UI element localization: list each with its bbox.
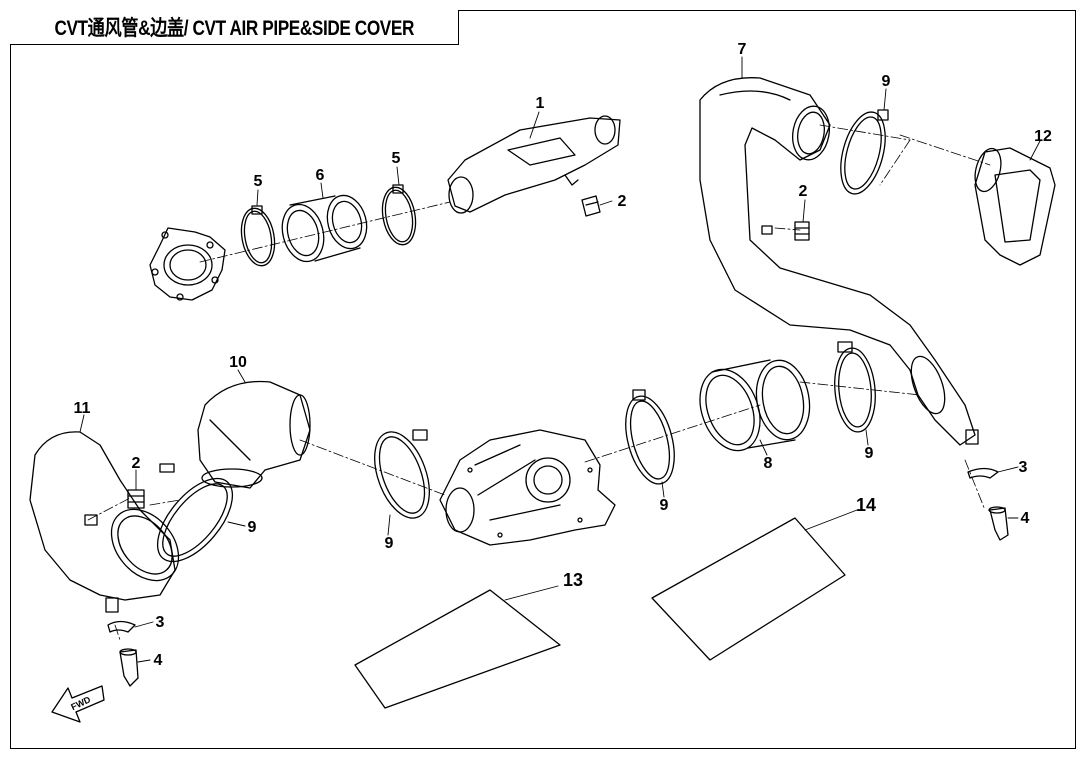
rubber-coupling-6 [281,194,368,263]
air-pipe-7 [699,77,979,446]
callout-labels: 1 2 2 2 3 3 4 4 5 5 6 7 8 9 9 9 9 9 10 1… [69,41,1052,712]
hose-clamp-9-left [156,463,234,563]
callout-5-left: 5 [254,173,263,190]
cap-4-left [119,648,139,687]
callout-2-left: 2 [132,455,141,472]
drain-plug-2-top [581,195,601,217]
intake-housing-11 [29,431,180,613]
cap-4-right [988,506,1009,541]
hose-clamp-9-top [840,109,889,195]
callout-4-right: 4 [1021,510,1030,527]
callout-11: 11 [74,400,91,417]
callout-1: 1 [536,95,545,112]
callout-13: 13 [563,570,583,590]
callout-10: 10 [229,354,247,371]
callout-2-top: 2 [618,193,627,210]
intake-plate [149,227,226,301]
clip-3-right [967,467,999,479]
callout-5-right: 5 [392,150,401,167]
label-sheet-13 [354,589,561,709]
cvt-side-cover [439,429,616,546]
label-sheet-14 [651,517,846,661]
diagram-title: CVT通风管&边盖/ CVT AIR PIPE&SIDE COVER [54,17,414,40]
drawing-frame [10,10,1076,749]
callout-3-right: 3 [1019,459,1028,476]
callout-4-left: 4 [154,652,163,669]
callout-9-mid: 9 [385,535,394,552]
hose-clamp-9-mid [374,429,430,519]
rubber-boot-8 [699,359,811,452]
elbow-duct-10 [197,380,311,489]
air-filter-cover-12 [974,147,1056,266]
drain-plug-2-right [761,221,810,241]
callout-3-left: 3 [156,614,165,631]
callout-2-right: 2 [799,183,808,200]
title-block: CVT通风管&边盖/ CVT AIR PIPE&SIDE COVER [10,10,459,45]
leader-lines [79,56,1041,663]
callout-9-top: 9 [882,73,891,90]
clip-3-left [107,620,136,633]
hose-clamp-9-right [834,341,876,433]
air-duct-1 [447,115,621,214]
hose-clamp-5-right [381,184,417,246]
assembly-axis-lines [87,124,991,641]
callout-6: 6 [316,167,325,184]
callout-9-left: 9 [248,519,257,536]
callout-9-center-right: 9 [660,497,669,514]
hose-clamp-9-center-right [625,389,675,485]
hose-clamp-5-left [240,205,276,267]
callout-14: 14 [856,495,876,515]
callout-12: 12 [1034,128,1052,145]
callout-8: 8 [764,455,773,472]
fwd-arrow-icon [51,685,105,723]
callout-7: 7 [738,41,747,58]
callout-9-right: 9 [865,445,874,462]
